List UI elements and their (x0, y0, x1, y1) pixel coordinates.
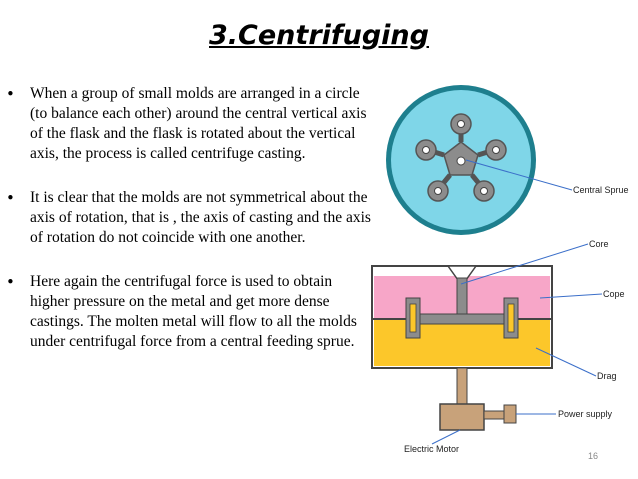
pointer-line (460, 243, 589, 285)
pointer-line (431, 429, 461, 445)
label-cope: Cope (603, 289, 625, 299)
label-drag: Drag (597, 371, 617, 381)
drive-shaft (456, 367, 468, 405)
label-core: Core (589, 239, 609, 249)
central-sprue-hole (456, 156, 466, 166)
left-core (409, 303, 417, 333)
runner-bar (415, 313, 509, 325)
pointer-line (539, 293, 603, 299)
bullet-text: Here again the centrifugal force is used… (30, 273, 357, 350)
rotating-plate-top-view (386, 85, 536, 235)
flask-section-view (371, 265, 553, 431)
bullet-marker: • (6, 85, 15, 103)
page-number: 16 (588, 451, 599, 461)
label-power-supply: Power supply (558, 409, 613, 419)
slide-title: 3.Centrifuging (209, 20, 429, 51)
bullet-item: • Here again the centrifugal force is us… (6, 272, 374, 352)
drag-region (374, 320, 550, 366)
label-pointers (431, 159, 603, 445)
right-core (507, 303, 515, 333)
centrifuge-diagram-svg: Central Sprue Core Cope Drag Power suppl… (371, 85, 629, 454)
bullet-text: When a group of small molds are arranged… (30, 85, 367, 162)
centrifuge-diagram: Central Sprue Core Cope Drag Power suppl… (360, 80, 638, 460)
label-central-sprue: Central Sprue (573, 185, 629, 195)
power-connector (483, 410, 505, 420)
bullet-item: • When a group of small molds are arrang… (6, 84, 374, 164)
bullet-marker: • (6, 189, 15, 207)
bullet-item: • It is clear that the molds are not sym… (6, 188, 374, 248)
label-electric-motor: Electric Motor (404, 444, 459, 454)
electric-motor (439, 403, 485, 431)
bullet-marker: • (6, 273, 15, 291)
bullet-text: It is clear that the molds are not symme… (30, 189, 371, 246)
bullet-list: • When a group of small molds are arrang… (6, 84, 374, 376)
pointer-line (535, 347, 597, 377)
pointer-line (465, 159, 573, 191)
power-plug (503, 404, 517, 424)
